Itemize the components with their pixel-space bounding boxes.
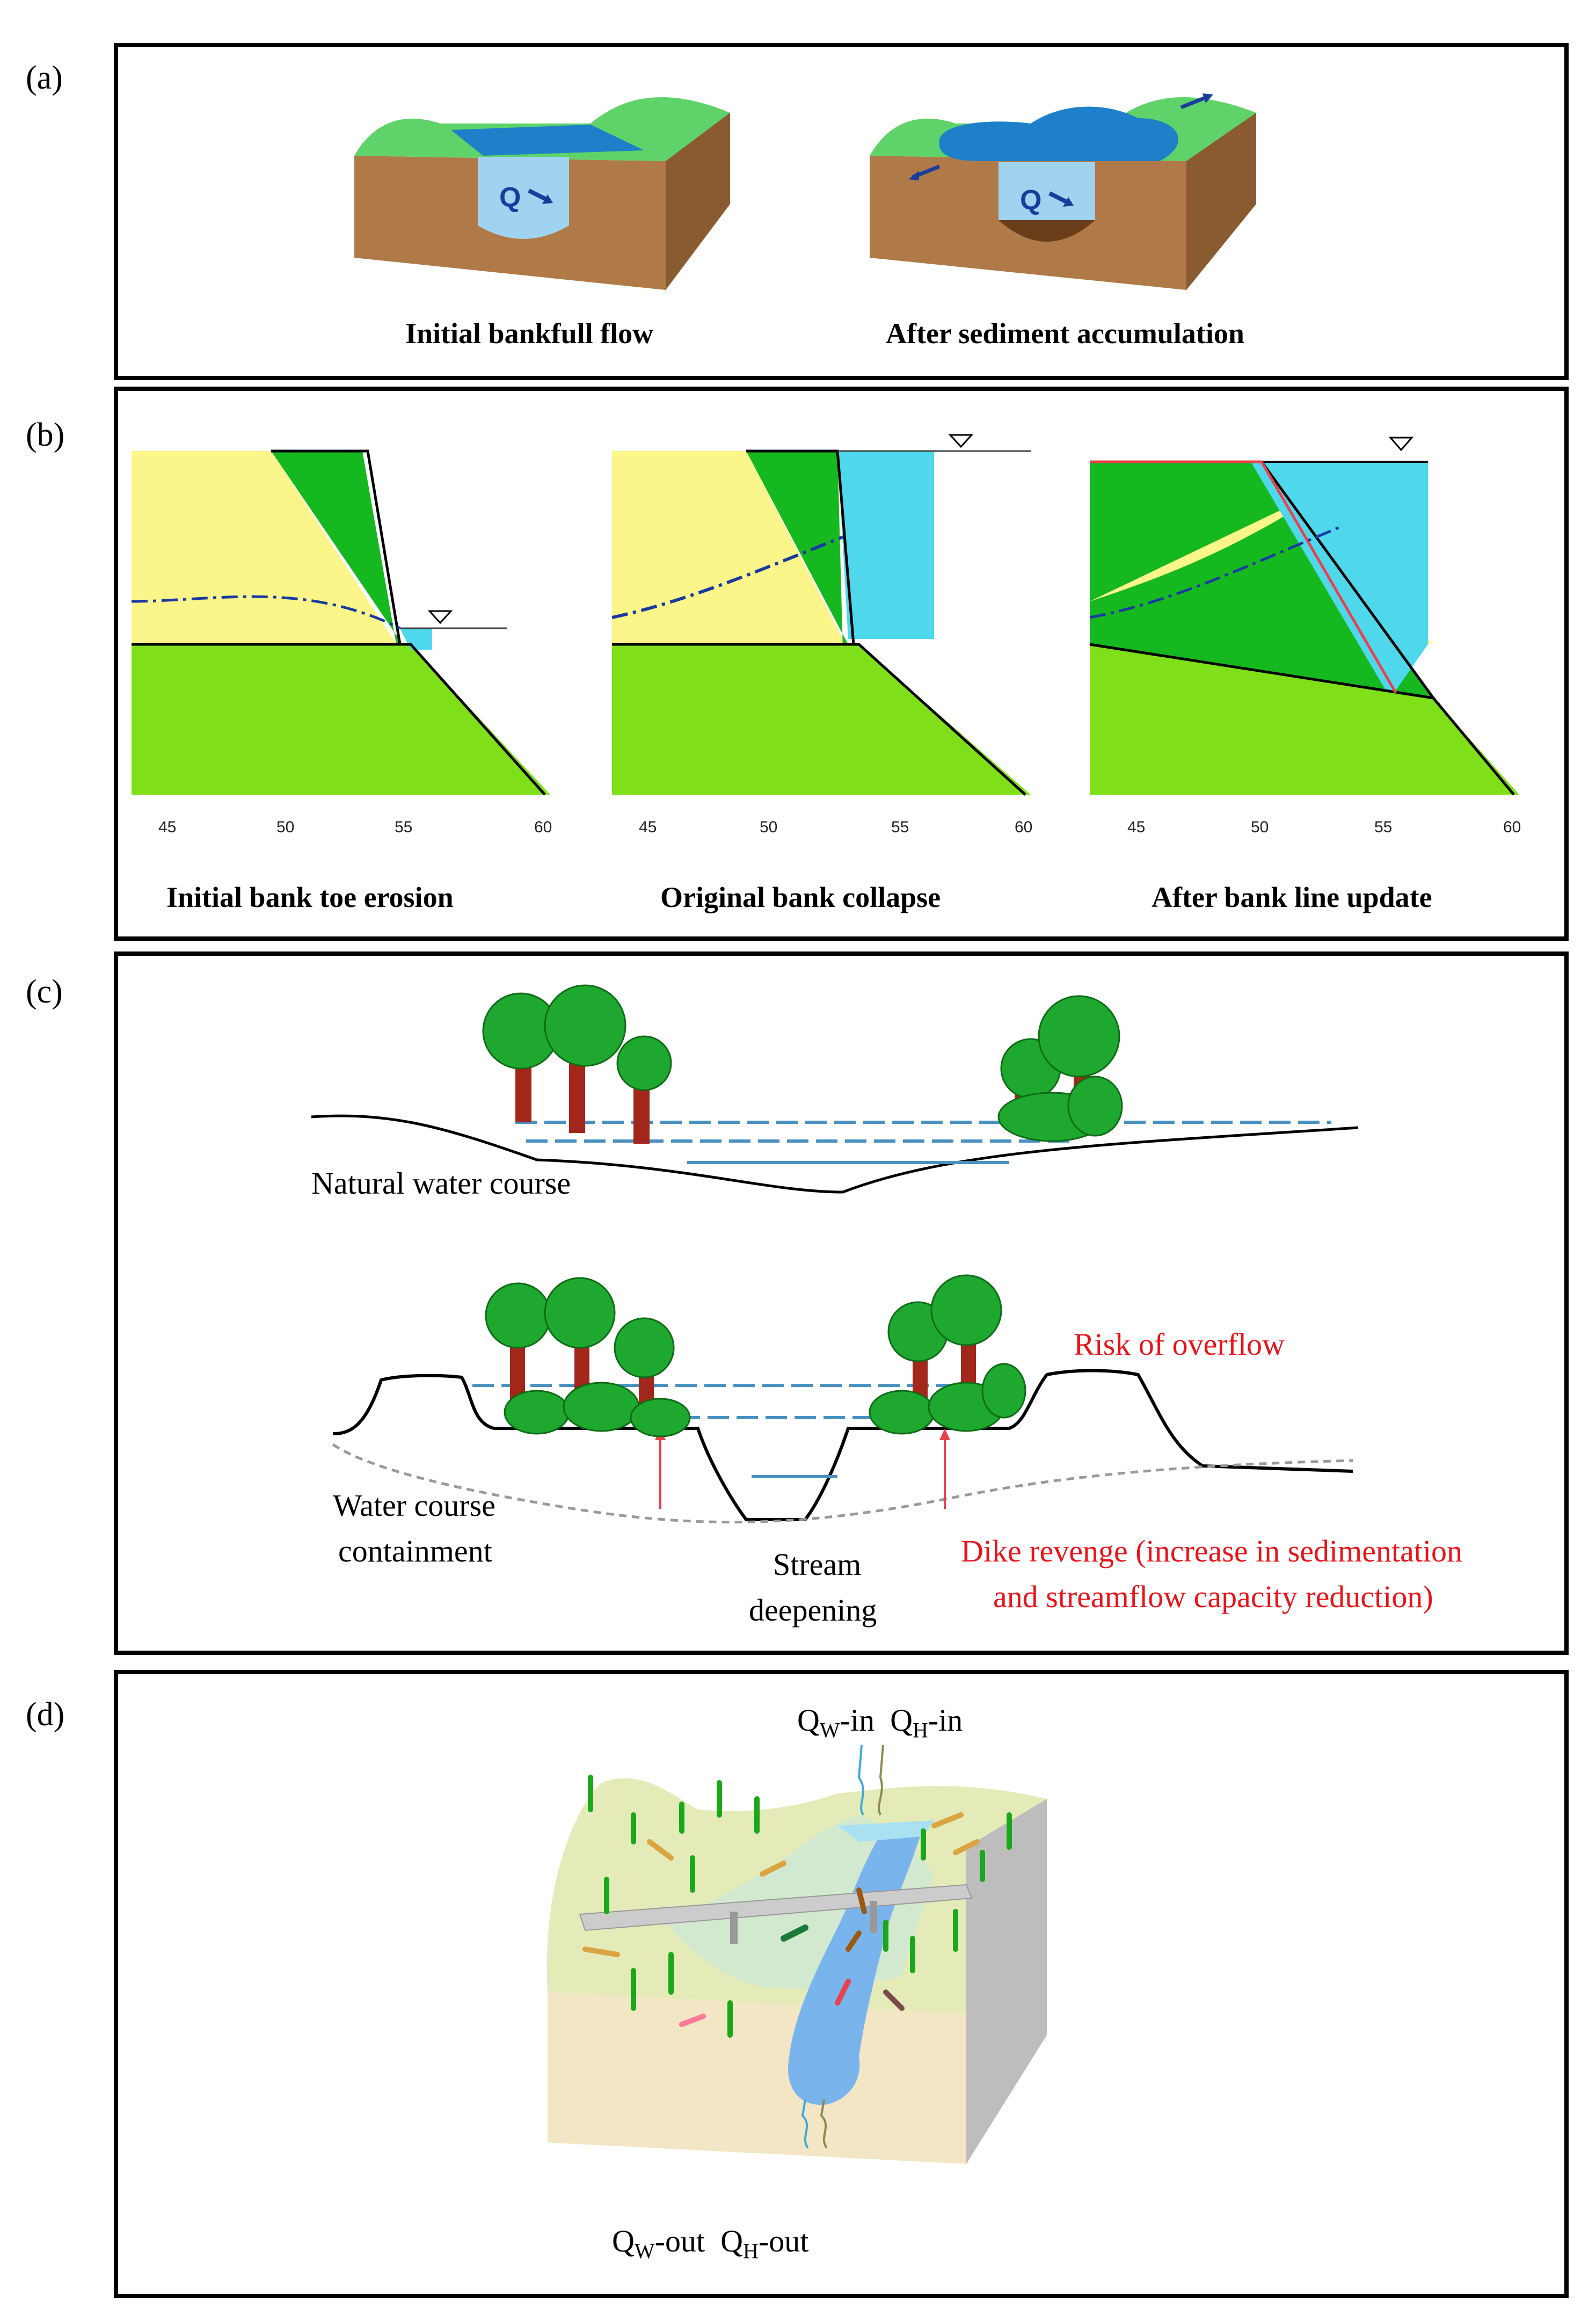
q-in-labels: QW-in QH-in: [797, 1702, 963, 1743]
caption-bank-line-update: After bank line update: [1152, 881, 1432, 913]
bank-section-collapse: 45 50 55 60: [611, 434, 1032, 836]
qh-in-subscript: H: [912, 1718, 928, 1742]
block-front-soil: [548, 1992, 966, 2164]
natural-watercourse-diagram: [311, 984, 1359, 1194]
block-side-face: [966, 1799, 1047, 2164]
tick: 60: [1015, 818, 1032, 836]
bankfull-block-diagram: Q: [354, 97, 730, 290]
qw-in-suffix: -in: [840, 1703, 875, 1738]
caption-toe-erosion: Initial bank toe erosion: [166, 881, 454, 913]
risk-of-overflow-label: Risk of overflow: [1074, 1327, 1285, 1362]
block-right-face: [666, 113, 730, 290]
panel-c-label: (c): [26, 974, 63, 1010]
tick: 50: [1251, 818, 1269, 836]
bridge-deck: [579, 1884, 973, 1931]
qh-out-suffix: -out: [758, 2224, 809, 2258]
dike-revenge-label-line2: and streamflow capacity reduction): [993, 1579, 1433, 1614]
sediment-block-diagram: Q: [870, 93, 1256, 290]
caption-bank-collapse: Original bank collapse: [660, 881, 941, 913]
qh-in-suffix: -in: [928, 1703, 963, 1738]
contained-watercourse-diagram: [332, 1274, 1353, 1524]
tick: 60: [1503, 818, 1521, 836]
river-outlet-pool: [788, 2057, 860, 2105]
panel-b-label: (b): [26, 417, 65, 453]
tick: 60: [534, 818, 552, 836]
river-corridor-block-diagram: [546, 1745, 1047, 2164]
flow-q-label: Q: [499, 182, 521, 213]
bank-section-toe-erosion: 45 50 55 60: [131, 440, 552, 836]
tick: 55: [395, 818, 412, 836]
sediment-channel: [999, 162, 1095, 220]
qh-out-symbol: Q: [720, 2224, 743, 2258]
overflow-arrow-right: [1180, 95, 1209, 110]
deepening-label-line2: deepening: [749, 1593, 877, 1628]
qw-out-suffix: -out: [654, 2224, 705, 2258]
qh-out-subscript: H: [742, 2239, 759, 2263]
channel-section: [478, 157, 569, 239]
river-inlet-surface: [837, 1820, 934, 1842]
containment-label-line2: containment: [338, 1534, 492, 1568]
tick: 55: [891, 818, 909, 836]
tick: 50: [276, 818, 294, 836]
tick: 50: [760, 818, 777, 836]
panel-d-frame: [114, 1670, 1569, 2298]
tick: 55: [1374, 818, 1392, 836]
qw-in-subscript: W: [819, 1718, 840, 1742]
q-out-labels: QW-out QH-out: [612, 2223, 808, 2264]
tick: 45: [158, 818, 176, 836]
qw-in-symbol: Q: [797, 1703, 820, 1738]
panel-c-frame: [114, 952, 1569, 1655]
dike-revenge-label-line1: Dike revenge (increase in sedimentation: [961, 1534, 1463, 1568]
flow-q-label-2: Q: [1020, 185, 1041, 216]
deepening-label-line1: Stream: [773, 1547, 862, 1582]
water-surface: [451, 125, 644, 156]
panel-b-frame: [114, 387, 1569, 941]
qw-out-symbol: Q: [612, 2224, 635, 2258]
panel-a-frame: [114, 43, 1569, 380]
panel-a-label: (a): [26, 60, 63, 96]
caption-after-sediment: After sediment accumulation: [886, 317, 1244, 350]
panel-d-label: (d): [26, 1696, 65, 1733]
qw-out-subscript: W: [634, 2239, 655, 2263]
caption-initial-bankfull: Initial bankfull flow: [405, 317, 654, 350]
qh-in-symbol: Q: [890, 1703, 913, 1738]
overflow-water: [939, 106, 1178, 161]
containment-label-line1: Water course: [333, 1488, 495, 1523]
natural-watercourse-label: Natural water course: [311, 1166, 571, 1201]
bank-section-line-update: 45 50 55 60: [1089, 437, 1521, 836]
tick: 45: [639, 818, 657, 836]
sediment-deposit: [999, 220, 1095, 242]
tick: 45: [1127, 818, 1145, 836]
